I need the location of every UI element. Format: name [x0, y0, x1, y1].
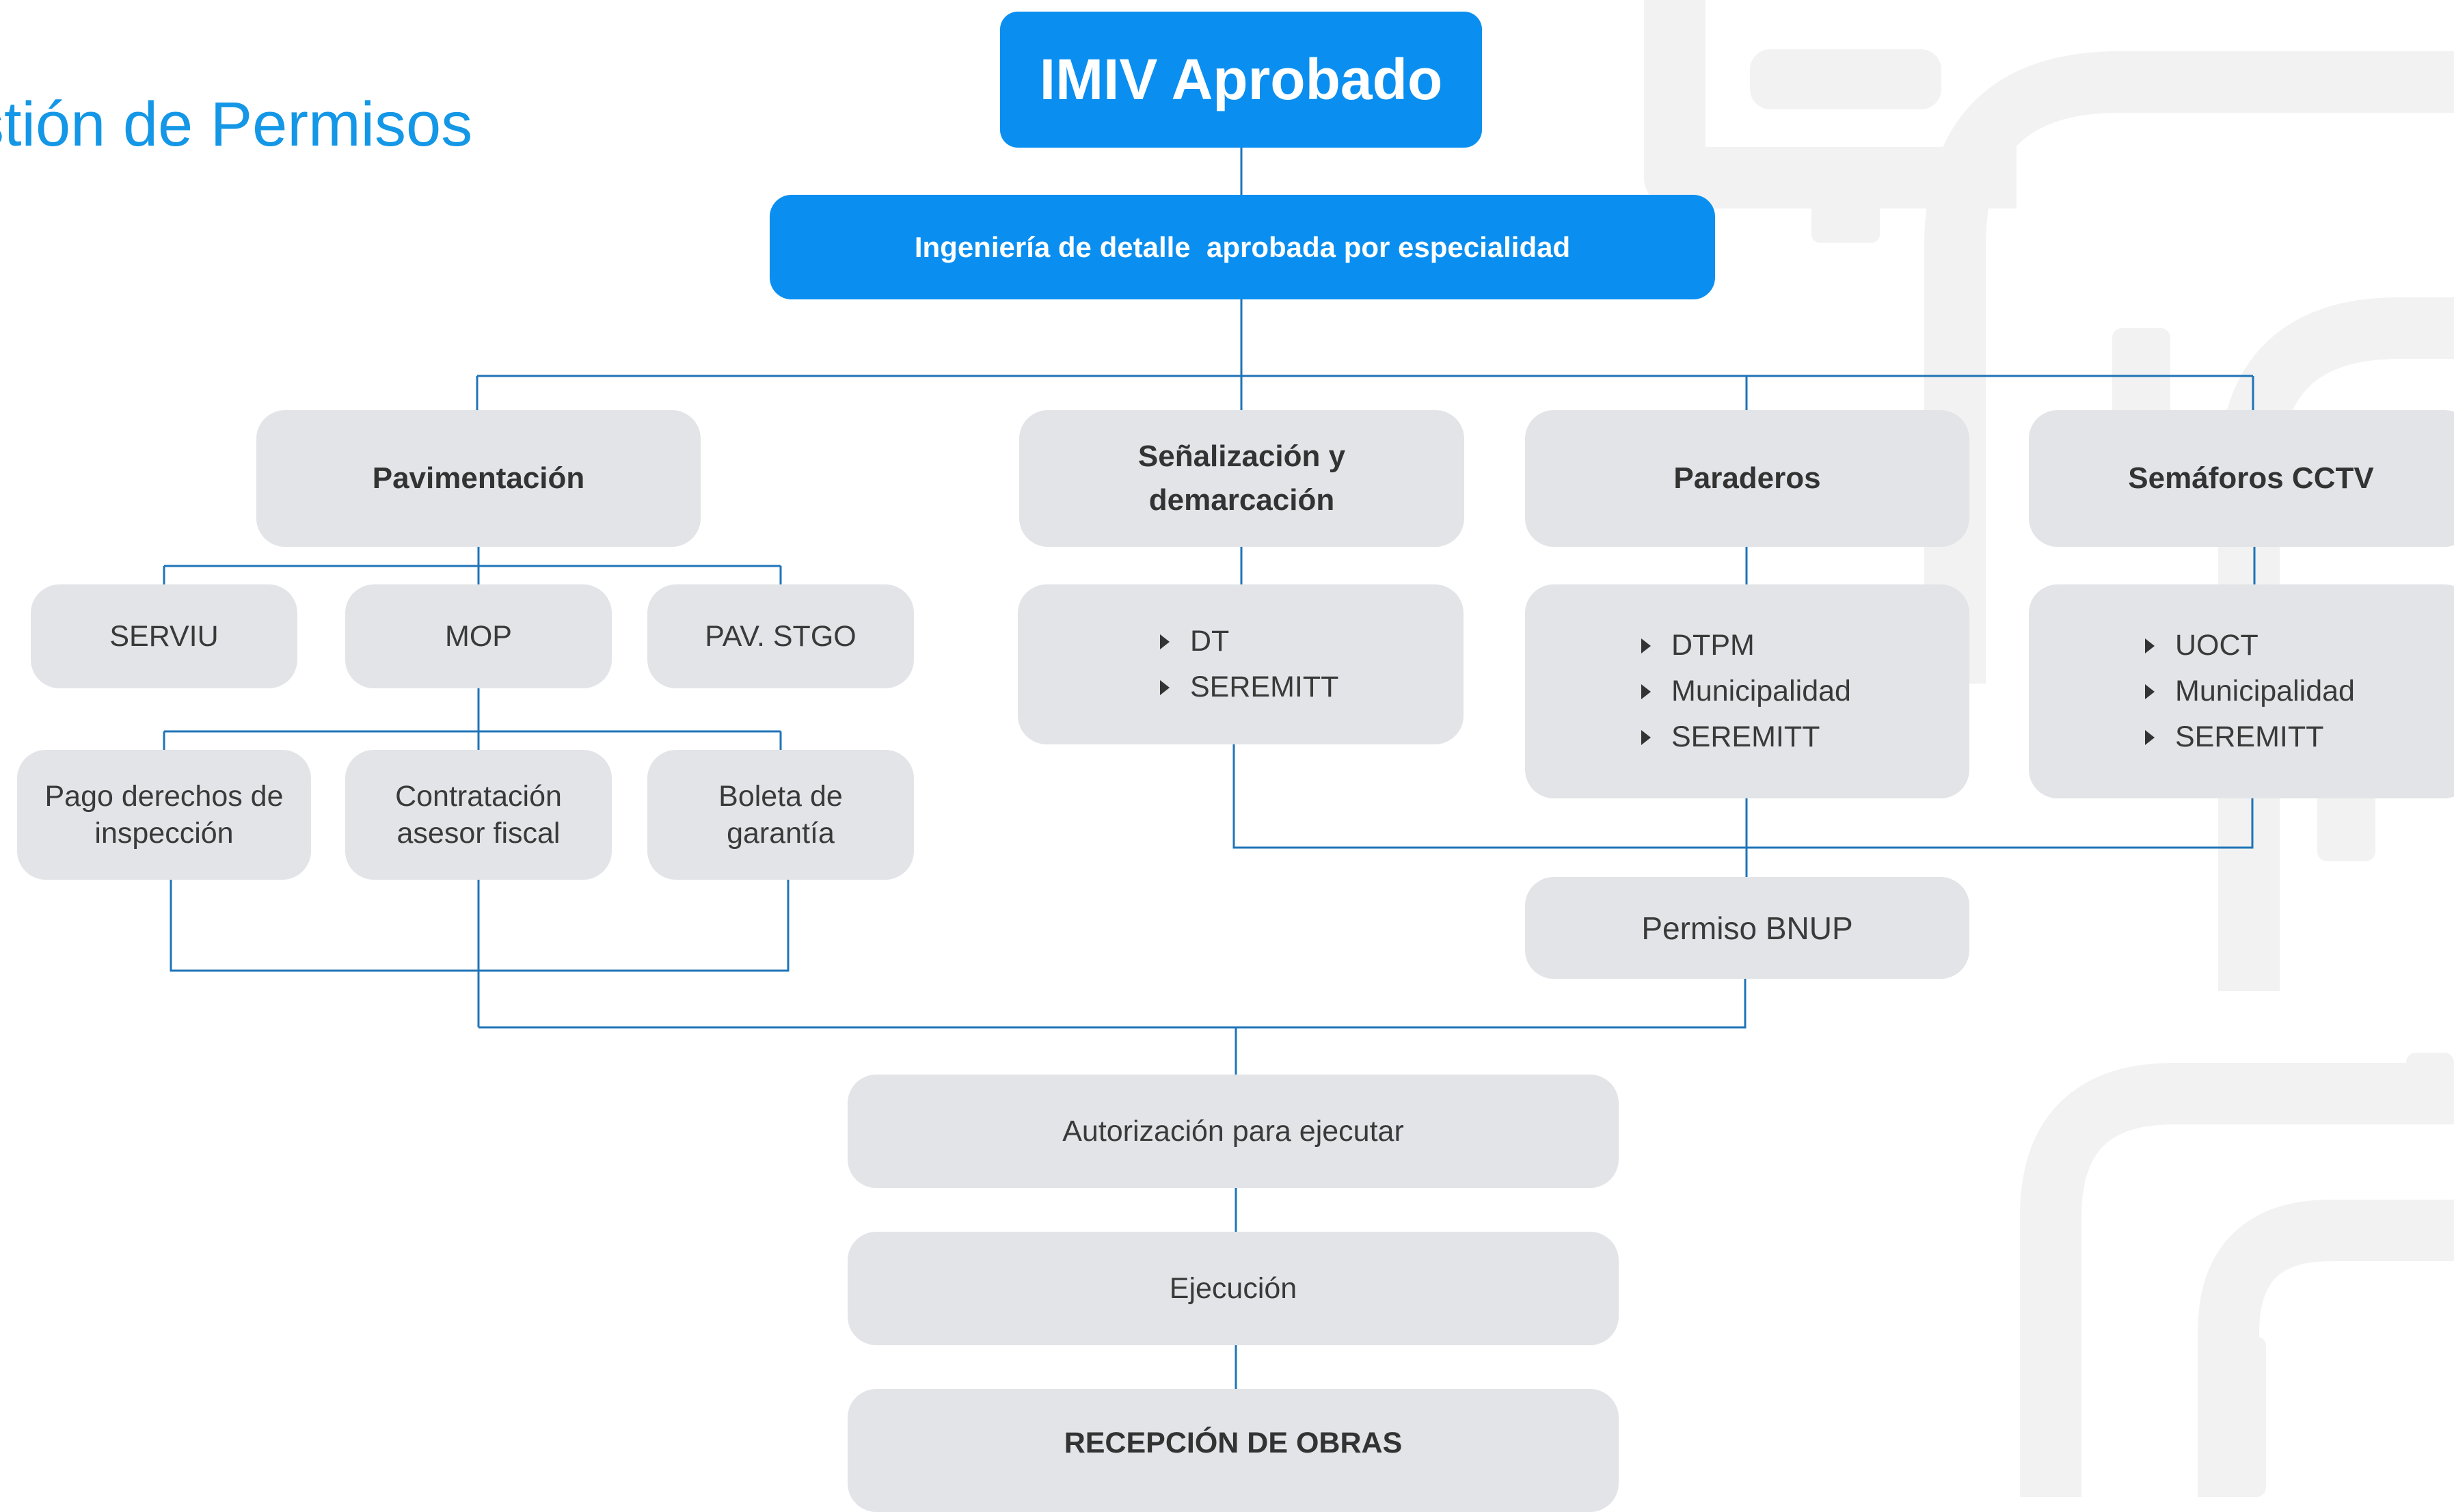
semaforos-agency-list: UOCT Municipalidad SEREMITT	[2029, 584, 2454, 798]
list-item: Municipalidad	[2145, 669, 2355, 714]
autorizacion-box: Autorización para ejecutar	[848, 1075, 1619, 1188]
list-item-label: UOCT	[2175, 629, 2259, 662]
agency-mop-label: MOP	[445, 620, 512, 653]
ejecucion-label: Ejecución	[1169, 1272, 1297, 1305]
agency-serviu: SERVIU	[31, 584, 297, 688]
triangle-bullet-icon	[2145, 638, 2155, 653]
page-title: stión de Permisos	[0, 90, 473, 159]
list-item: DTPM	[1641, 623, 1755, 669]
triangle-bullet-icon	[2145, 729, 2155, 745]
list-item: SEREMITT	[2145, 714, 2323, 760]
triangle-bullet-icon	[1641, 638, 1651, 653]
specialty-paraderos: Paraderos	[1525, 410, 1969, 547]
specialty-senalizacion: Señalización y demarcación	[1019, 410, 1464, 547]
triangle-bullet-icon	[1641, 684, 1651, 699]
permiso-bnup-label: Permiso BNUP	[1641, 910, 1853, 946]
recepcion-box: RECEPCIÓN DE OBRAS	[848, 1389, 1619, 1512]
triangle-bullet-icon	[1160, 634, 1170, 649]
specialty-semaforos-label: Semáforos CCTV	[2128, 461, 2374, 495]
agency-serviu-label: SERVIU	[109, 620, 219, 653]
paraderos-agency-list: DTPM Municipalidad SEREMITT	[1525, 584, 1969, 798]
requirement-pago-derechos-line1: Pago derechos de	[44, 780, 284, 813]
imiv-approved-label: IMIV Aprobado	[1039, 47, 1443, 111]
imiv-approved-box: IMIV Aprobado	[1000, 12, 1482, 148]
permiso-bnup-box: Permiso BNUP	[1525, 877, 1969, 979]
senalizacion-agency-list: DT SEREMITT	[1018, 584, 1464, 744]
requirement-contratacion-asesor-line2: asesor fiscal	[396, 817, 561, 850]
requirement-contratacion-asesor: Contratación asesor fiscal	[345, 750, 612, 880]
autorizacion-label: Autorización para ejecutar	[1062, 1115, 1404, 1148]
list-item: DT	[1160, 619, 1229, 664]
specialty-senalizacion-label-line2: demarcación	[1148, 483, 1335, 517]
list-item-label: Municipalidad	[1671, 675, 1851, 707]
recepcion-label: RECEPCIÓN DE OBRAS	[1064, 1427, 1403, 1459]
agency-pav-stgo: PAV. STGO	[647, 584, 914, 688]
specialty-senalizacion-label-line1: Señalización y	[1137, 440, 1346, 473]
detail-engineering-box: Ingeniería de detalle aprobada por espec…	[770, 195, 1715, 299]
agency-pav-stgo-label: PAV. STGO	[705, 620, 857, 653]
specialty-pavimentacion-label: Pavimentación	[372, 461, 585, 495]
list-item: UOCT	[2145, 623, 2259, 669]
requirement-pago-derechos-line2: inspección	[94, 817, 234, 850]
list-item: SEREMITT	[1160, 664, 1338, 710]
list-item: SEREMITT	[1641, 714, 1820, 760]
triangle-bullet-icon	[2145, 684, 2155, 699]
specialty-pavimentacion: Pavimentación	[256, 410, 701, 547]
requirement-boleta-garantia-line2: garantía	[727, 817, 835, 850]
requirement-boleta-garantia: Boleta de garantía	[647, 750, 914, 880]
requirement-pago-derechos: Pago derechos de inspección	[17, 750, 311, 880]
list-item-label: DT	[1190, 625, 1230, 658]
ejecucion-box: Ejecución	[848, 1232, 1619, 1345]
agency-mop: MOP	[345, 584, 612, 688]
list-item-label: SEREMITT	[2175, 720, 2324, 753]
specialty-semaforos: Semáforos CCTV	[2029, 410, 2454, 547]
requirement-boleta-garantia-line1: Boleta de	[718, 780, 843, 813]
specialty-paraderos-label: Paraderos	[1673, 461, 1821, 495]
detail-engineering-label: Ingeniería de detalle aprobada por espec…	[914, 230, 1571, 263]
list-item: Municipalidad	[1641, 669, 1851, 714]
list-item-label: Municipalidad	[2175, 675, 2355, 707]
list-item-label: SEREMITT	[1190, 671, 1339, 703]
list-item-label: SEREMITT	[1671, 720, 1820, 753]
triangle-bullet-icon	[1641, 729, 1651, 745]
requirement-contratacion-asesor-line1: Contratación	[395, 780, 562, 813]
triangle-bullet-icon	[1160, 679, 1170, 695]
list-item-label: DTPM	[1671, 629, 1755, 662]
